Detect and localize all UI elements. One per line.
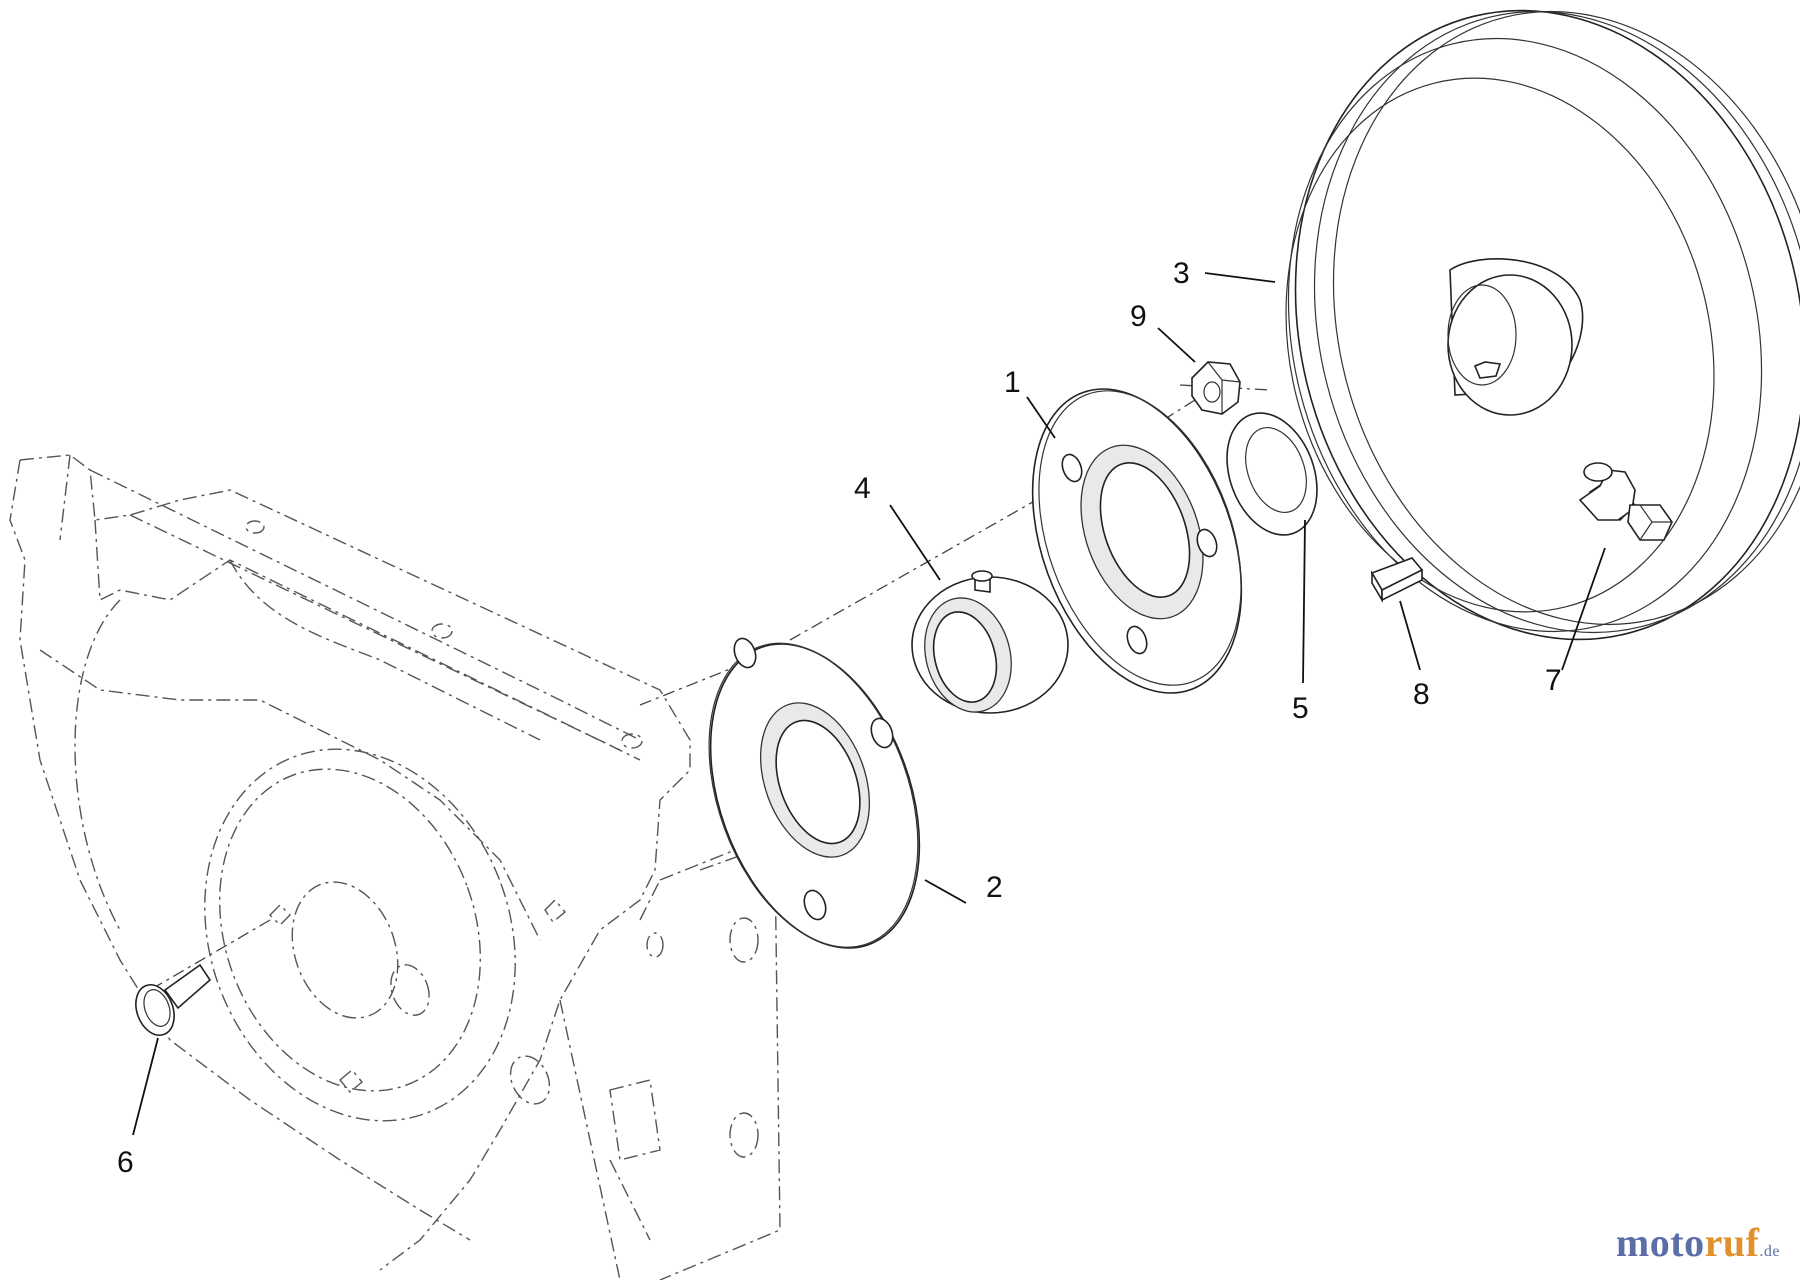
- leader-4: [889, 504, 941, 581]
- callout-6: 6: [117, 1146, 134, 1179]
- leader-9: [1157, 327, 1196, 363]
- leader-lines: [132, 272, 1606, 1136]
- part-8-key: [1370, 557, 1424, 603]
- callout-1: 1: [1004, 366, 1021, 399]
- callout-3: 3: [1173, 257, 1190, 290]
- housing-frame: [9, 454, 781, 1280]
- callout-8: 8: [1413, 678, 1430, 711]
- leader-8: [1399, 600, 1421, 671]
- callout-5: 5: [1292, 692, 1309, 725]
- part-7-hex-bolt: [1578, 462, 1673, 541]
- leader-1: [1026, 396, 1056, 439]
- watermark-brand-part-b: ruf: [1704, 1220, 1760, 1265]
- leader-6: [132, 1037, 159, 1136]
- watermark-domain: .de: [1759, 1243, 1780, 1260]
- callout-numbers: 1 2 3 4 5 6 7 8 9: [117, 257, 1562, 1179]
- callout-4: 4: [854, 472, 871, 505]
- leader-2: [924, 879, 967, 904]
- part-3-pulley: [1285, 9, 1800, 641]
- leader-3: [1204, 272, 1276, 283]
- part-2-flange-plate: [708, 637, 921, 949]
- callout-7: 7: [1545, 664, 1562, 697]
- part-9-hex-nut: [1191, 361, 1241, 415]
- part-6-carriage-bolt: [135, 963, 212, 1036]
- part-4-spherical-bearing: [911, 570, 1069, 714]
- callout-9: 9: [1130, 300, 1147, 333]
- part-1-flange-hub: [1031, 388, 1243, 694]
- callout-2: 2: [986, 871, 1003, 904]
- leader-5: [1302, 519, 1306, 684]
- watermark-brand-part-a: moto: [1615, 1220, 1705, 1265]
- leader-7: [1561, 547, 1606, 671]
- part-5-washer: [1226, 412, 1318, 536]
- watermark-logo: motoruf.de: [1616, 1219, 1780, 1266]
